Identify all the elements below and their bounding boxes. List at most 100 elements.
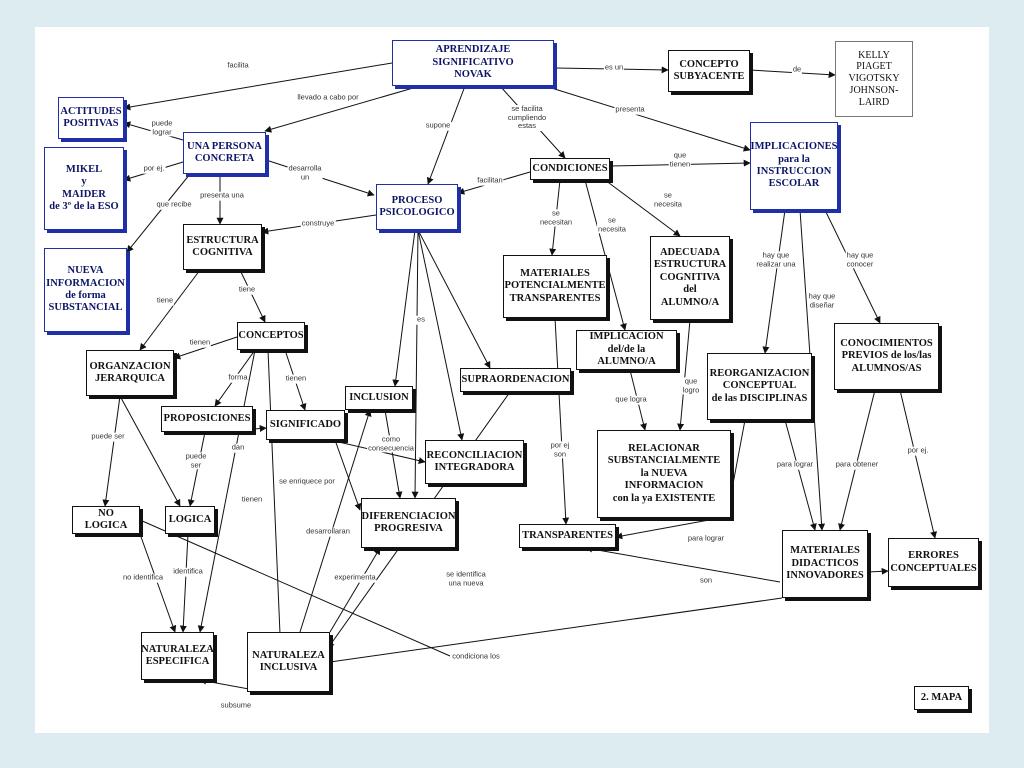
- node-conocimientos: CONOCIMIENTOS PREVIOS de los/las ALUMNOS…: [834, 323, 939, 390]
- edge-label-tienen-3: tienen: [240, 494, 264, 505]
- node-inclusion: INCLUSION: [345, 386, 413, 410]
- edge-label-es: es: [416, 314, 426, 325]
- edge-label-que-logro: que logro: [681, 376, 701, 395]
- edge-label-por-ej-1: por ej.: [142, 163, 166, 174]
- edge-significado-diferenciacion: [334, 439, 362, 511]
- edge-label-para-obtener: para obtener: [834, 459, 880, 470]
- edge-logica-nat-especifica: [179, 533, 189, 633]
- node-significado: SIGNIFICADO: [266, 410, 345, 440]
- node-errores: ERRORES CONCEPTUALES: [888, 538, 979, 587]
- node-relacionar: RELACIONAR SUBSTANCIALMENTE la NUEVA INF…: [597, 430, 731, 518]
- node-reconciliacion: RECONCILIACION INTEGRADORA: [425, 440, 524, 484]
- edge-label-que-recibe: que recibe: [155, 199, 193, 210]
- edge-label-son: son: [698, 575, 714, 586]
- edge-materiales-did-nat-inclusiva: [329, 597, 783, 663]
- edge-label-desarrollaran: desarrollaran: [305, 526, 351, 537]
- edge-persona-nueva: [126, 173, 191, 253]
- edge-label-dan: dan: [230, 442, 246, 453]
- node-condiciones: CONDICIONES: [530, 158, 610, 180]
- edge-nat-inclusiva-inclusion: [299, 409, 372, 633]
- edge-reorganizacion-relacionar: [729, 419, 746, 501]
- edge-label-es-un: es un: [603, 62, 625, 73]
- edge-proceso-inclusion: [392, 229, 416, 387]
- edge-label-hay-que-disenar: hay que diseñar: [807, 291, 837, 310]
- edge-condiciones-adecuada: [604, 179, 681, 237]
- node-persona: UNA PERSONA CONCRETA: [183, 132, 266, 174]
- edge-adecuada-relacionar: [677, 319, 691, 431]
- edge-label-para-lograr-2: para lograr: [686, 533, 726, 544]
- edge-nat-inclusiva-diferenciacion: [329, 547, 381, 633]
- edge-conceptos-organizacion: [173, 336, 238, 360]
- edge-label-para-lograr-1: para lograr: [775, 459, 815, 470]
- edge-label-se-enriquece: se enriquece por: [278, 476, 336, 487]
- edge-label-puede-ser-1: puede ser: [90, 431, 126, 442]
- edge-label-se-necesitan: se necesitan: [538, 208, 574, 227]
- node-nueva-info: NUEVA INFORMACION de forma SUBSTANCIAL: [44, 248, 127, 332]
- edge-label-llevado: llevado a cabo por: [296, 92, 360, 103]
- edge-organizacion-logica: [119, 395, 181, 507]
- edge-organizacion-tienen: [197, 349, 256, 633]
- edge-label-puede-lograr: puede lograr: [150, 118, 174, 137]
- edge-conocimientos-materiales-did: [838, 389, 876, 531]
- edge-label-experimenta: experimenta: [333, 572, 377, 583]
- edge-label-subsume: subsume: [219, 700, 253, 711]
- edge-label-se-facilita: se facilita cumpliendo estas: [506, 104, 548, 131]
- edge-label-tienen-2: tienen: [284, 373, 308, 384]
- edge-label-por-ej-2: por ej.: [906, 445, 930, 456]
- edge-conceptos-nat-inclusiva: [267, 349, 281, 635]
- edge-organizacion-no-logica: [102, 395, 121, 507]
- node-actitudes: ACTITUDES POSITIVAS: [58, 97, 124, 139]
- edge-aprendizaje-proceso: [426, 85, 466, 185]
- edge-label-facilitan: facilitan: [476, 175, 504, 186]
- edge-aprendizaje-persona: [264, 85, 421, 133]
- edge-proceso-diferenciacion: [411, 229, 419, 499]
- edge-label-tiene-2: tiene: [237, 284, 257, 295]
- edge-reorganizacion-materiales-did: [784, 419, 817, 531]
- edge-no-logica-nat-especifica: [139, 533, 177, 633]
- node-nat-inclusiva: NATURALEZA INCLUSIVA: [247, 632, 330, 692]
- edge-aprendizaje-implicaciones: [544, 85, 751, 152]
- node-diferenciacion: DIFERENCIACION PROGRESIVA: [361, 498, 456, 548]
- edge-label-como-consecuencia: como consecuencia: [367, 434, 415, 453]
- edge-label-desarrolla-un: desarrolla un: [287, 163, 323, 182]
- edge-label-forma: forma: [227, 372, 249, 383]
- node-implicaciones: IMPLICACIONES para la INSTRUCCION ESCOLA…: [750, 122, 838, 210]
- edge-materiales-transparentes: [554, 317, 570, 525]
- edge-label-condiciona: condiciona los: [451, 651, 501, 662]
- edge-label-que-logra: que logra: [614, 394, 648, 405]
- edge-label-tiene-1: tiene: [155, 295, 175, 306]
- node-logica: LOGICA: [165, 506, 215, 534]
- edge-no-logica-condiciona: [139, 519, 451, 657]
- node-proceso: PROCESO PSICOLOGICO: [376, 184, 458, 230]
- edge-label-facilita: facilita: [226, 60, 250, 71]
- node-supraordenacion: SUPRAORDENACION: [460, 368, 571, 392]
- edge-label-se-necesita-2: se necesita: [653, 190, 683, 209]
- edge-label-identifica: identifica: [172, 566, 204, 577]
- node-aprendizaje: APRENDIZAJE SIGNIFICATIVO NOVAK: [392, 40, 554, 86]
- edge-label-presenta-una: presenta una: [199, 190, 245, 201]
- edge-label-construye: construye: [300, 218, 336, 229]
- edge-label-hay-que-realizar: hay que realizar una: [755, 250, 797, 269]
- node-organizacion: ORGANZACION JERARQUICA: [86, 350, 174, 396]
- edge-aprendizaje-actitudes: [123, 62, 393, 111]
- node-materiales-did: MATERIALES DIDACTICOS INNOVADORES: [782, 530, 868, 598]
- edge-label-se-identifica: se identifica una nueva: [445, 569, 487, 588]
- node-materiales-pot: MATERIALES POTENCIALMENTE TRANSPARENTES: [503, 255, 607, 318]
- edge-relacionar-transparentes: [615, 517, 721, 540]
- edge-label-puede-ser-2: puede ser: [184, 451, 208, 470]
- edge-label-por-ej-son: por ej son: [549, 440, 571, 459]
- node-nat-especifica: NATURALEZA ESPECIFICA: [141, 632, 214, 680]
- edge-proceso-supraordenacion: [417, 229, 491, 369]
- edge-label-hay-que-conocer: hay que conocer: [845, 250, 875, 269]
- edge-label-supone: supone: [424, 120, 452, 131]
- edge-implicaciones-reorganizacion: [762, 209, 786, 354]
- node-implicacion: IMPLICACION del/de la ALUMNO/A: [576, 330, 677, 370]
- node-concepto-subyacente: CONCEPTO SUBYACENTE: [668, 50, 750, 92]
- node-no-logica: NO LOGICA: [72, 506, 140, 534]
- edge-estructura-conceptos: [239, 269, 266, 323]
- edge-estructura-organizacion: [139, 269, 201, 351]
- node-autores: KELLY PIAGET VIGOTSKY JOHNSON-LAIRD: [835, 41, 913, 117]
- edge-label-presenta: presenta: [614, 104, 646, 115]
- edge-label-tienen-1: tienen: [188, 337, 212, 348]
